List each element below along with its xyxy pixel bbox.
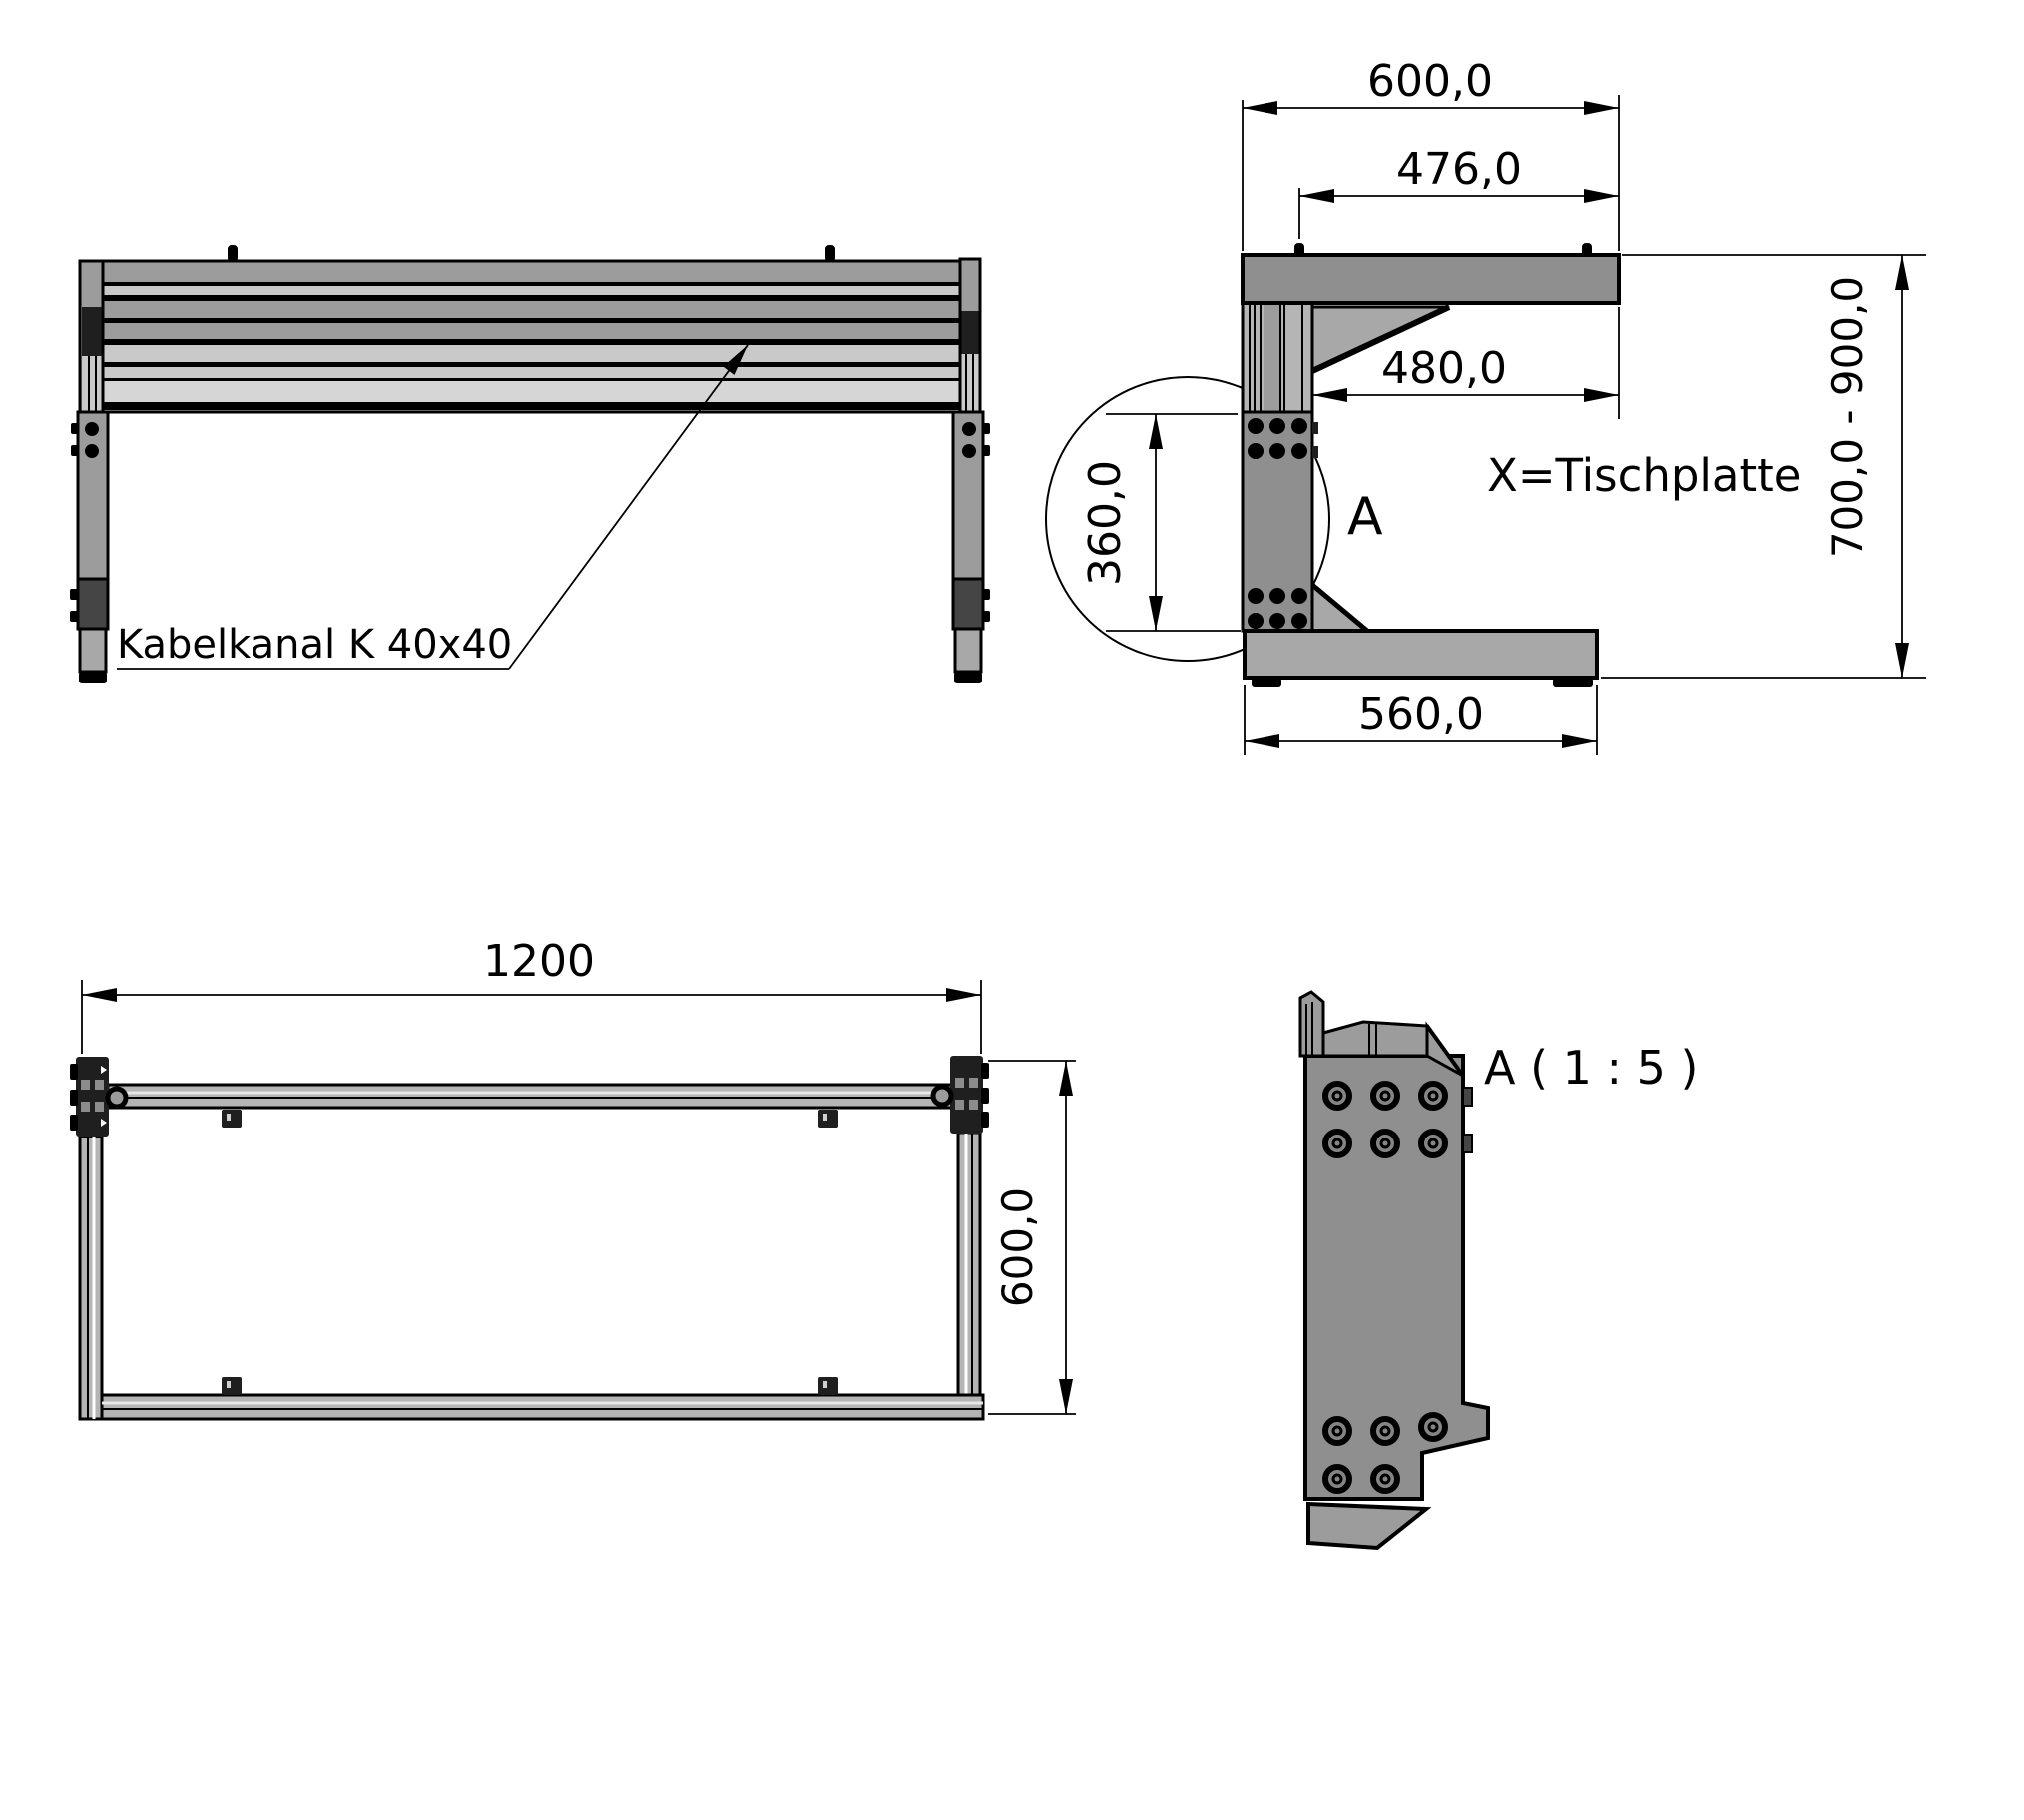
kabelkanal-callout: Kabelkanal K 40x40 — [117, 344, 749, 670]
front-beam — [101, 245, 962, 414]
dim-560-label: 560,0 — [1358, 689, 1484, 740]
detail-title: A ( 1 : 5 ) — [1484, 1041, 1699, 1095]
detail-plate — [1303, 1054, 1490, 1501]
bolt — [1291, 443, 1307, 459]
dim-476-label: 476,0 — [1396, 144, 1522, 195]
dim-plan-600-label: 600,0 — [993, 1187, 1042, 1307]
detail-bolts-bottom — [1322, 1412, 1448, 1494]
plan-left-rail — [78, 1135, 104, 1421]
bolt — [1291, 613, 1307, 629]
bolt — [1269, 418, 1285, 434]
dim-480-label: 480,0 — [1381, 343, 1507, 394]
front-left-foot-pad — [79, 672, 107, 683]
bolt — [1322, 1464, 1352, 1494]
callout-leader-line — [508, 344, 749, 670]
side-column-plate — [1241, 410, 1318, 633]
plan-corner-hole-left — [105, 1086, 129, 1110]
bolt — [1248, 613, 1264, 629]
plan-clips — [222, 1110, 838, 1395]
tabletop-pin-right — [1582, 243, 1592, 257]
side-bottom-gusset — [1310, 581, 1372, 633]
plan-view: 1200 — [70, 936, 1076, 1421]
bolt — [1269, 613, 1285, 629]
plan-corner-hole-right — [930, 1084, 954, 1108]
dim-1200-label: 1200 — [483, 936, 595, 987]
dim-360-label: 360,0 — [1080, 460, 1131, 586]
front-left-leg — [70, 410, 110, 683]
front-pin-right — [825, 245, 835, 262]
bolt — [1291, 588, 1307, 604]
plan-bottom-beam — [100, 1393, 985, 1421]
front-right-leg — [951, 410, 990, 683]
front-right-cap — [958, 257, 982, 414]
bolt — [1322, 1416, 1352, 1446]
kabelkanal-label: Kabelkanal K 40x40 — [117, 622, 512, 668]
detail-marker-A: A — [1347, 487, 1383, 547]
bolt — [1418, 1081, 1448, 1111]
bolt — [1322, 1081, 1352, 1111]
bolt — [962, 444, 976, 458]
front-beam-band — [103, 261, 960, 282]
side-top-gusset — [1310, 304, 1451, 374]
detail-circle-A — [1045, 376, 1330, 662]
plan-corner-bracket-left — [70, 1057, 109, 1137]
bolt — [1269, 443, 1285, 459]
detail-side-tab — [1462, 1134, 1473, 1153]
front-left-cap — [78, 259, 105, 414]
front-pin-left — [228, 245, 238, 262]
dim-360: 360,0 — [1080, 413, 1241, 632]
side-foot-pad-left — [1252, 678, 1281, 687]
plan-corner-bracket-right — [950, 1056, 989, 1134]
detail-top-profiles — [1298, 990, 1465, 1078]
side-tabletop — [1241, 243, 1621, 305]
side-foot-pad-right — [1553, 678, 1593, 687]
bolt — [1248, 443, 1264, 459]
bolt — [85, 444, 99, 458]
dim-700-900: 700,0 - 900,0 — [1601, 254, 1926, 679]
plan-frame — [78, 1083, 985, 1421]
front-view: Kabelkanal K 40x40 — [70, 245, 990, 683]
bolt — [962, 422, 976, 436]
dim-476: 476,0 — [1298, 144, 1619, 239]
dim-height-label: 700,0 - 900,0 — [1823, 276, 1872, 558]
bolt — [1370, 1416, 1400, 1446]
front-right-foot-pad — [954, 672, 982, 683]
plan-top-beam — [106, 1083, 955, 1110]
dim-1200: 1200 — [81, 936, 982, 1054]
dim-600: 600,0 — [1242, 56, 1620, 251]
detail-bolts-top — [1322, 1081, 1448, 1158]
bolt — [1291, 418, 1307, 434]
bolt — [1248, 588, 1264, 604]
callout-arrowhead — [723, 345, 748, 375]
bolt — [1370, 1464, 1400, 1494]
bolt — [1418, 1412, 1448, 1442]
tabletop-plate — [1241, 253, 1621, 305]
detail-bottom-wedge — [1306, 1501, 1432, 1551]
tabletop-pin-left — [1294, 243, 1304, 257]
detail-view: A ( 1 : 5 ) — [1298, 990, 1699, 1551]
dim-plan-600: 600,0 — [988, 1060, 1076, 1415]
dim-480: 480,0 — [1312, 307, 1620, 419]
bolt — [1248, 418, 1264, 434]
side-foot — [1243, 629, 1599, 687]
bolt — [1322, 1129, 1352, 1158]
tischplatte-note: X=Tischplatte — [1487, 449, 1801, 502]
plan-right-rail — [956, 1131, 982, 1421]
bolt — [85, 422, 99, 436]
side-view: A — [1045, 56, 1926, 755]
bolt — [1370, 1081, 1400, 1111]
dim-600-label: 600,0 — [1367, 56, 1493, 107]
dim-560: 560,0 — [1244, 685, 1598, 755]
detail-side-tab — [1462, 1087, 1473, 1107]
bolt — [1370, 1129, 1400, 1158]
bolt — [1269, 588, 1285, 604]
bolt — [1418, 1129, 1448, 1158]
